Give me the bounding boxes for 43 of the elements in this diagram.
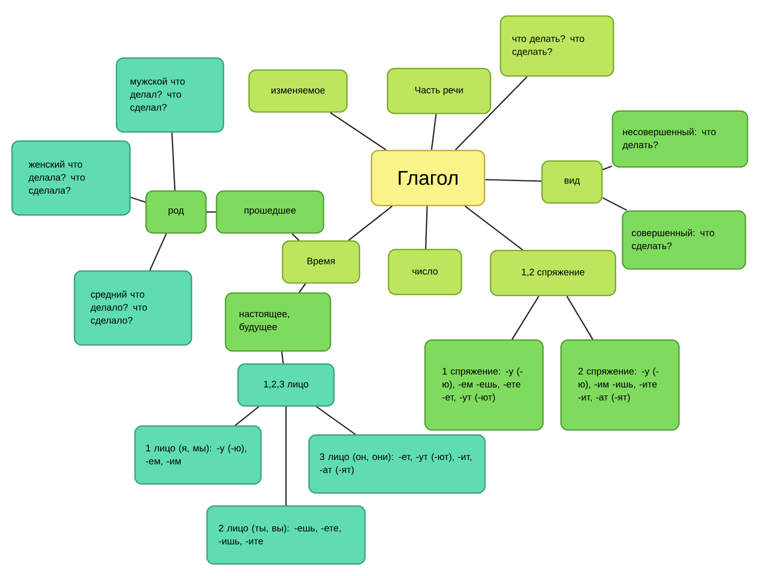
topic-box: Глагол (370, 150, 486, 206)
connector-line (130, 196, 146, 203)
concept-box: 1,2 спряжение (490, 250, 616, 296)
connector-line (455, 76, 528, 150)
concept-box: что делать? что сделать? (500, 15, 614, 77)
connector-line (316, 406, 356, 435)
concept-box: мужской что делал? что сделал? (116, 57, 224, 133)
connector-line (512, 296, 540, 340)
connector-line (566, 296, 594, 340)
connector-line (206, 211, 216, 213)
concept-box: Часть речи (386, 68, 492, 114)
concept-box: совершенный: что сделать? (622, 210, 746, 270)
concept-box: 3 лицо (он, они): -ет, -ут (-ют), -ит, -ат (-ят) (308, 434, 486, 494)
connector-line (425, 206, 428, 249)
connector-line (485, 178, 542, 182)
connector-line (348, 206, 393, 241)
connector-line (149, 233, 167, 271)
concept-box: 1,2,3 лицо (237, 363, 335, 407)
connector-line (171, 132, 176, 190)
connector-line (285, 406, 287, 506)
concept-box: 1 спряжение: -у (-ю), -ем -ешь, -ете -ет, -ут (-ют) (424, 339, 544, 431)
connector-line (602, 166, 612, 170)
concept-box: несовершенный: что делать? (612, 110, 748, 168)
concept-box: число (388, 248, 462, 296)
concept-box: настоящее, будущее (224, 292, 332, 352)
concept-box: 2 лицо (ты, вы): -ешь, -ете, -ишь, -ите (206, 505, 366, 565)
concept-box: женский что делала? что сделала? (11, 140, 131, 216)
connector-line (602, 197, 628, 211)
connector-line (330, 112, 386, 150)
concept-box: Время (282, 240, 360, 284)
connector-line (281, 352, 284, 364)
concept-box: 1 лицо (я, мы): -у (-ю), -ем, -им (134, 425, 262, 485)
connector-line (464, 206, 523, 250)
connector-line (430, 114, 437, 150)
concept-box: 2 спряжение: -у (-ю), -им -ишь, -ите -ит, -ат (-ят) (560, 339, 680, 431)
concept-box: изменяемое (248, 69, 348, 113)
concept-box: средний что делало? что сделало? (74, 270, 192, 346)
connector-line (298, 283, 306, 293)
connector-line (234, 406, 260, 426)
concept-box: вид (541, 160, 603, 204)
concept-box: прошедшее (216, 190, 324, 234)
concept-box: род (145, 190, 207, 234)
connector-line (292, 233, 300, 241)
